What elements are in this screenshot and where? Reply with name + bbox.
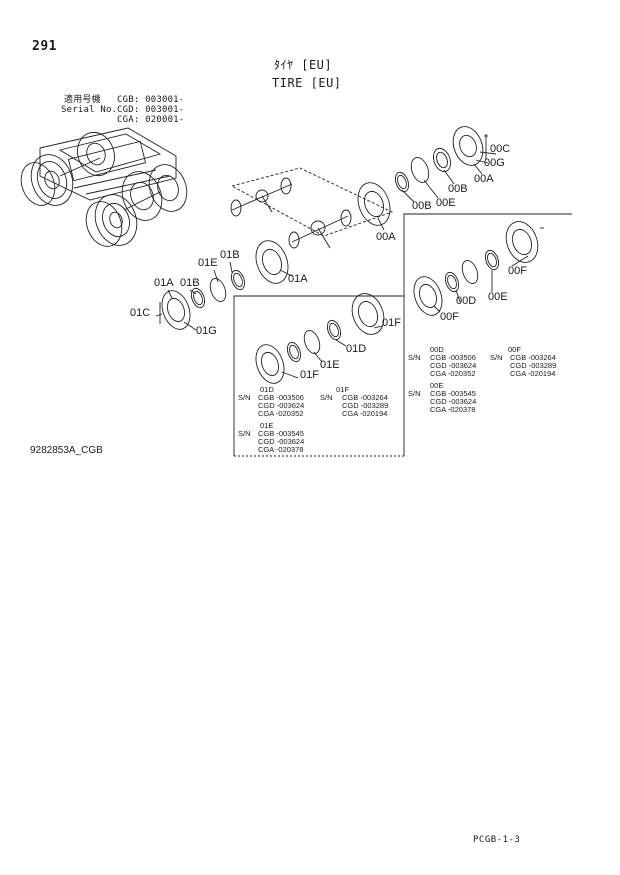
callout-01E: 01E bbox=[198, 257, 218, 269]
note-00D-sn: S/N bbox=[408, 353, 421, 362]
note-00F-code: 00F bbox=[508, 345, 521, 354]
detail-box-00 bbox=[234, 213, 572, 457]
note-01E-l1: CGB -003545 bbox=[258, 429, 304, 438]
note-00D-l3: CGA -020352 bbox=[430, 369, 476, 378]
callout-00A: 00A bbox=[474, 173, 494, 185]
callout-01F: 01F bbox=[382, 317, 401, 329]
page-number: 291 bbox=[32, 39, 57, 54]
serial-label-en: Serial No. bbox=[61, 105, 118, 115]
callout-01F-2: 01F bbox=[300, 369, 319, 381]
note-01D-l2: CGD -003624 bbox=[258, 401, 305, 410]
note-00E-l1: CGB -003545 bbox=[430, 389, 476, 398]
figure-id: 9282853A_CGB bbox=[30, 445, 103, 456]
page-ref-code: PCGB-1-3 bbox=[473, 835, 521, 845]
tire-group-00 bbox=[357, 126, 488, 226]
axle-assembly-illustration bbox=[230, 167, 394, 249]
note-00D-code: 00D bbox=[430, 345, 444, 354]
callout-01C: 01C bbox=[130, 307, 151, 319]
note-00D-l2: CGD -003624 bbox=[430, 361, 477, 370]
note-00F-l2: CGD -003289 bbox=[510, 361, 557, 370]
title-japanese: ﾀｲﾔ [EU] bbox=[274, 58, 333, 72]
note-01D-sn: S/N bbox=[238, 393, 251, 402]
callout-00B: 00B bbox=[448, 183, 468, 195]
callout-00A-2: 00A bbox=[376, 231, 396, 243]
note-01F-l2: CGD -003289 bbox=[342, 401, 389, 410]
note-01F-code: 01F bbox=[336, 385, 349, 394]
detail-box-01 bbox=[233, 293, 404, 456]
callout-00G: 00G bbox=[484, 157, 505, 169]
note-00F-l1: CGB -003264 bbox=[510, 353, 556, 362]
note-01F-sn: S/N bbox=[320, 393, 333, 402]
note-00E-code: 00E bbox=[430, 381, 444, 390]
serial-value-cgb: CGB: 003001- bbox=[117, 95, 185, 105]
callout-00F-2: 00F bbox=[440, 311, 459, 323]
note-01E-code: 01E bbox=[260, 421, 274, 430]
callout-01A-2: 01A bbox=[154, 277, 174, 289]
note-01F-l1: CGB -003264 bbox=[342, 393, 388, 402]
note-00D-l1: CGB -003506 bbox=[430, 353, 476, 362]
note-01E-sn: S/N bbox=[238, 429, 251, 438]
callout-01A: 01A bbox=[288, 273, 308, 285]
note-00F-l3: CGA -020194 bbox=[510, 369, 556, 378]
serial-value-cga: CGA: 020001- bbox=[117, 115, 185, 125]
callout-01E-2: 01E bbox=[320, 359, 340, 371]
tire-group-01 bbox=[159, 240, 289, 330]
callout-00B-2: 00B bbox=[412, 200, 432, 212]
callout-00C: 00C bbox=[490, 143, 511, 155]
note-01F-l3: CGA -020194 bbox=[342, 409, 388, 418]
callout-00D: 00D bbox=[456, 295, 477, 307]
machine-undercarriage-illustration bbox=[20, 127, 188, 247]
callout-00E: 00E bbox=[436, 197, 456, 209]
serial-label-jp: 適用号機 bbox=[64, 95, 101, 105]
serial-value-cgd: CGD: 003001- bbox=[117, 105, 185, 115]
note-00E-l2: CGD -003624 bbox=[430, 397, 477, 406]
note-01D-l1: CGB -003506 bbox=[258, 393, 304, 402]
callout-01D: 01D bbox=[346, 343, 367, 355]
note-00E-l3: CGA -020378 bbox=[430, 405, 476, 414]
callout-01B: 01B bbox=[220, 249, 240, 261]
note-01D-l3: CGA -020352 bbox=[258, 409, 304, 418]
callout-00E-2: 00E bbox=[488, 291, 508, 303]
note-01D-code: 01D bbox=[260, 385, 274, 394]
note-00E-sn: S/N bbox=[408, 389, 421, 398]
callout-leader-lines bbox=[155, 151, 529, 379]
callout-01G: 01G bbox=[196, 325, 217, 337]
note-01E-l2: CGD -003624 bbox=[258, 437, 305, 446]
note-01E-l3: CGA -020378 bbox=[258, 445, 304, 454]
callout-00F: 00F bbox=[508, 265, 527, 277]
callout-01B-2: 01B bbox=[180, 277, 200, 289]
title-english: TIRE [EU] bbox=[272, 76, 342, 90]
note-00F-sn: S/N bbox=[490, 353, 503, 362]
